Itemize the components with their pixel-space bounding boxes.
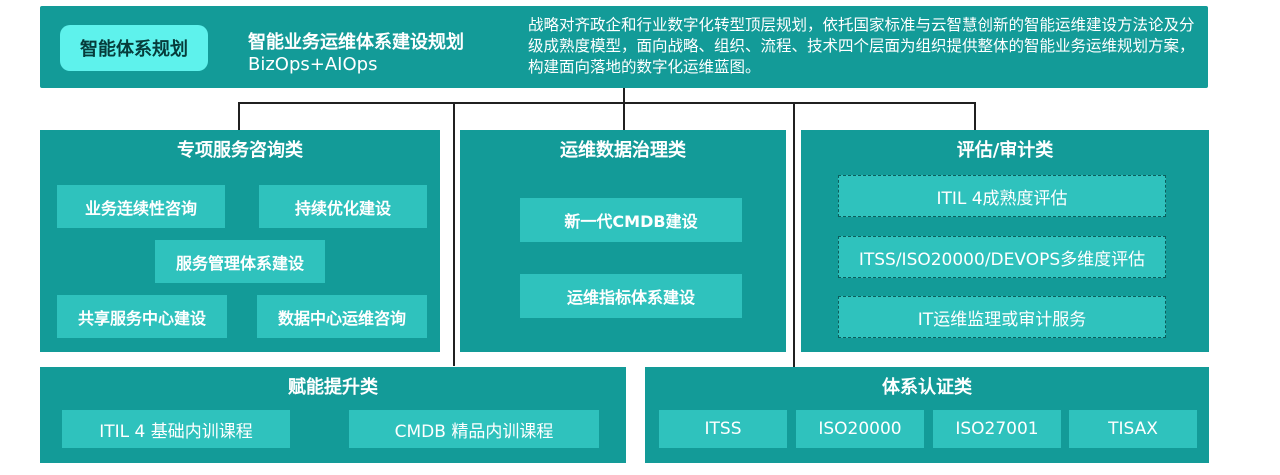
item-shared-service-center[interactable]: 共享服务中心建设: [57, 295, 227, 338]
panel-enablement: 赋能提升类 ITIL 4 基础内训课程 CMDB 精品内训课程: [40, 367, 626, 463]
panel-enablement-title: 赋能提升类: [288, 377, 378, 398]
panel-assessment: 评估/审计类 ITIL 4成熟度评估 ITSS/ISO20000/DEVOPS多…: [801, 130, 1209, 352]
panel-consulting-title: 专项服务咨询类: [177, 140, 303, 161]
connector-left: [238, 102, 240, 130]
connector-center: [623, 102, 625, 130]
item-iso20000[interactable]: ISO20000: [796, 410, 924, 448]
item-continuous-optimization[interactable]: 持续优化建设: [259, 185, 427, 228]
header-pill[interactable]: 智能体系规划: [60, 25, 208, 71]
header-description: 战略对齐政企和行业数字化转型顶层规划，依托国家标准与云智慧创新的智能运维建设方法…: [528, 16, 1195, 76]
header-title: 智能业务运维体系建设规划: [248, 32, 464, 53]
panel-consulting: 专项服务咨询类 业务连续性咨询 持续优化建设 服务管理体系建设 共享服务中心建设…: [40, 130, 440, 352]
item-service-management[interactable]: 服务管理体系建设: [155, 240, 325, 283]
connector-right: [974, 102, 976, 130]
header-banner: 智能体系规划 智能业务运维体系建设规划 BizOps+AIOps 战略对齐政企和…: [40, 6, 1208, 88]
item-tisax[interactable]: TISAX: [1069, 410, 1197, 448]
panel-certification: 体系认证类 ITSS ISO20000 ISO27001 TISAX: [645, 367, 1209, 463]
panel-data-governance-title: 运维数据治理类: [560, 140, 686, 161]
item-it-audit[interactable]: IT运维监理或审计服务: [838, 296, 1166, 338]
connector-mid-right: [793, 102, 795, 368]
item-cmdb-course[interactable]: CMDB 精品内训课程: [349, 410, 599, 448]
item-datacenter-consulting[interactable]: 数据中心运维咨询: [257, 295, 427, 338]
panel-data-governance: 运维数据治理类 新一代CMDB建设 运维指标体系建设: [460, 130, 786, 352]
panel-certification-title: 体系认证类: [882, 377, 972, 398]
item-itil-maturity[interactable]: ITIL 4成熟度评估: [838, 175, 1166, 217]
item-itil-course[interactable]: ITIL 4 基础内训课程: [62, 410, 290, 448]
header-subtitle: BizOps+AIOps: [248, 54, 378, 75]
item-cmdb-build[interactable]: 新一代CMDB建设: [520, 198, 742, 242]
panel-assessment-title: 评估/审计类: [956, 140, 1054, 161]
item-iso27001[interactable]: ISO27001: [933, 410, 1061, 448]
connector-trunk: [623, 88, 625, 104]
item-business-continuity[interactable]: 业务连续性咨询: [57, 185, 225, 228]
item-multi-dim-assessment[interactable]: ITSS/ISO20000/DEVOPS多维度评估: [838, 236, 1166, 278]
item-metrics-system[interactable]: 运维指标体系建设: [520, 274, 742, 318]
connector-horizontal: [238, 102, 976, 104]
item-itss[interactable]: ITSS: [659, 410, 787, 448]
connector-mid-left: [453, 102, 455, 366]
